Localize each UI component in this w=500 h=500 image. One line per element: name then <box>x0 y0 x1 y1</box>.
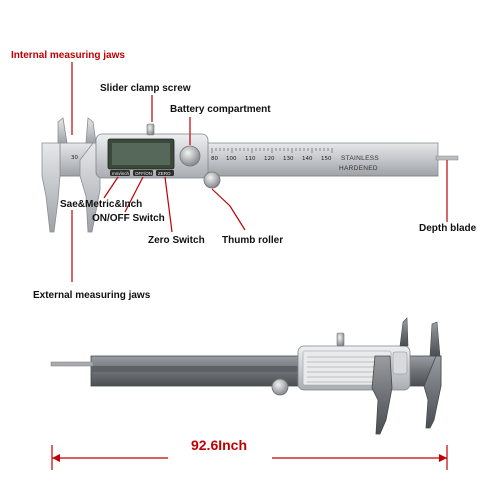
scale-number: 120 <box>264 156 275 162</box>
labels: Internal measuring jaws Slider clamp scr… <box>11 50 477 301</box>
dimension-indicator: 92.6Inch <box>51 437 448 470</box>
slider-clamp-screw[interactable] <box>146 123 155 136</box>
bottom-internal-jaw-left <box>399 317 409 347</box>
label-external-jaws: External measuring jaws <box>33 290 151 301</box>
ce-mark-plate <box>392 351 408 375</box>
thumb-roller[interactable] <box>203 171 221 189</box>
bottom-depth-blade <box>50 361 94 367</box>
bottom-sliding-jaw <box>371 355 393 435</box>
zero-button-label: ZERO <box>158 171 171 176</box>
scale-number: 150 <box>321 156 332 162</box>
arrow-left <box>52 454 60 462</box>
label-depth-blade: Depth blade <box>419 223 477 234</box>
caliper-bottom <box>50 317 442 435</box>
arrow-right <box>439 454 447 462</box>
depth-blade <box>435 155 459 161</box>
hardened-mark: HARDENED <box>339 165 378 172</box>
battery-cover[interactable] <box>179 145 201 167</box>
callouts <box>71 62 448 282</box>
label-battery: Battery compartment <box>170 104 271 115</box>
scale-number: 100 <box>226 156 237 162</box>
label-internal-jaws: Internal measuring jaws <box>11 50 125 61</box>
label-slider-clamp: Slider clamp screw <box>100 83 191 94</box>
scale-number: 80 <box>211 156 218 162</box>
dimension-value: 92.6Inch <box>191 437 247 453</box>
mode-button[interactable] <box>110 170 130 176</box>
sliding-internal-jaw <box>85 117 97 144</box>
on-off-button[interactable] <box>133 170 153 176</box>
beam-scale-ticks <box>211 148 333 153</box>
bottom-fixed-jaw <box>423 355 442 429</box>
label-thumb-roller: Thumb roller <box>222 235 283 246</box>
scale-number: 30 <box>71 155 78 161</box>
mode-button-label: mm/inch <box>112 171 129 176</box>
scale-number: 140 <box>302 156 313 162</box>
stainless-mark: STAINLESS <box>341 155 379 162</box>
bottom-clamp-screw <box>336 332 345 347</box>
fixed-internal-jaw <box>57 117 68 144</box>
bottom-internal-jaw-right <box>429 321 441 357</box>
bottom-thumb-roller <box>271 378 289 396</box>
on-off-button-label: OFF/ON <box>135 171 152 176</box>
label-on-off: ON/OFF Switch <box>92 213 165 224</box>
zero-button[interactable] <box>156 170 174 176</box>
caliper-top: 30 40 80 100 110 120 130 140 150 STAINLE… <box>41 117 459 233</box>
scale-number: 110 <box>245 156 256 162</box>
label-sae-metric: Sae&Metric&Inch <box>60 199 142 210</box>
label-zero-switch: Zero Switch <box>148 235 205 246</box>
scale-number: 130 <box>283 156 294 162</box>
fixed-jaw <box>41 142 61 233</box>
